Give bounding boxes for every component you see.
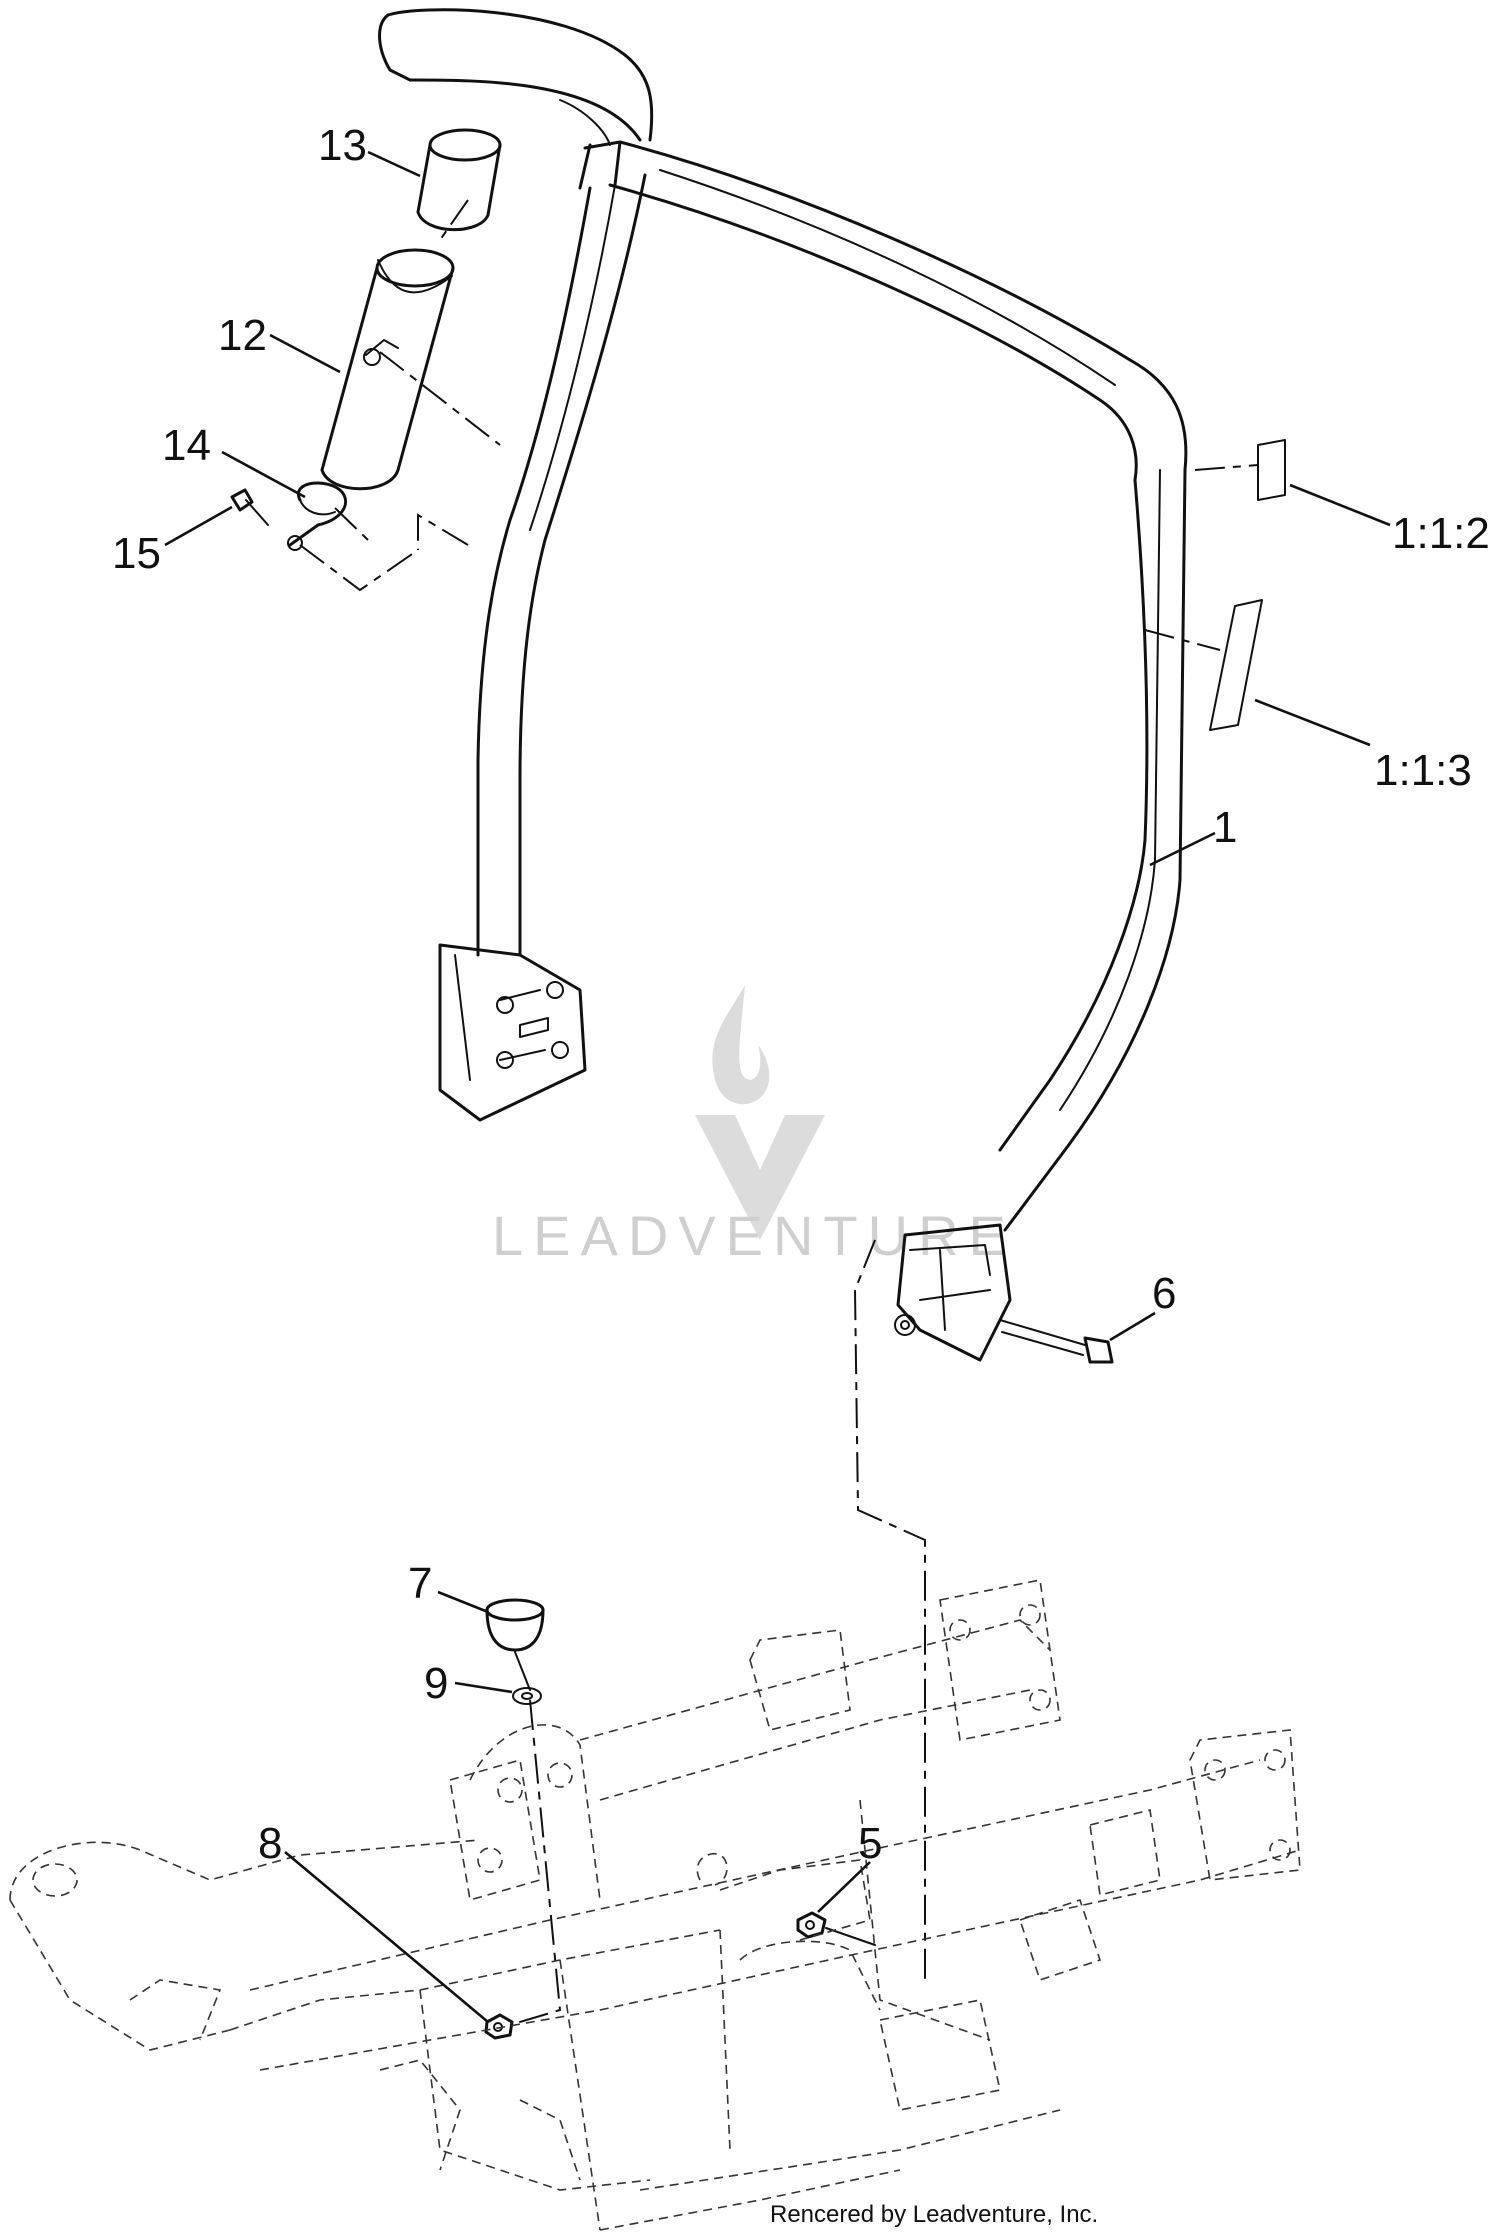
flame-v-logo-icon <box>695 985 825 1240</box>
leader-14 <box>221 450 306 499</box>
callout-13: 13 <box>318 121 367 170</box>
watermark-text: LEADVENTURE <box>492 1204 1016 1267</box>
callout-9: 9 <box>424 1659 448 1708</box>
leader-lines <box>164 150 1391 2023</box>
mower-frame <box>9 1579 1301 2231</box>
callout-1-1-3: 1:1:3 <box>1374 746 1472 795</box>
callout-8: 8 <box>258 1819 282 1868</box>
callout-labels: 13 12 14 15 1:1:2 1:1:3 1 6 7 9 8 5 <box>112 121 1490 1868</box>
leader-9 <box>454 1681 513 1694</box>
nut-part-5 <box>796 1911 876 1946</box>
assembly-lines <box>299 199 1259 2026</box>
callout-5: 5 <box>858 1819 882 1868</box>
callout-1: 1 <box>1213 803 1237 852</box>
watermark: LEADVENTURE <box>492 985 1016 1267</box>
callout-12: 12 <box>218 311 267 360</box>
decal-part-1-1-3 <box>1209 599 1263 731</box>
leader-1-1-2 <box>1289 483 1391 527</box>
callout-14: 14 <box>162 421 211 470</box>
bolt-part-15 <box>230 488 269 526</box>
nut-part-8 <box>484 2013 514 2040</box>
decal-part-1-1-2 <box>1257 439 1286 501</box>
bolt-part-6 <box>999 1319 1114 1364</box>
tube-cap-part-13 <box>416 128 502 232</box>
callout-1-1-2: 1:1:2 <box>1392 509 1490 558</box>
leader-15 <box>164 505 233 547</box>
knob-part-7 <box>485 1598 545 1691</box>
clamp-part-14 <box>287 481 348 551</box>
roll-bar-part-1 <box>378 8 1188 1362</box>
leader-12 <box>269 333 341 374</box>
leader-6 <box>1109 1311 1156 1342</box>
tube-holder-part-12 <box>320 248 455 491</box>
render-credit: Rencered by Leadventure, Inc. <box>770 2201 1098 2228</box>
callout-6: 6 <box>1152 1269 1176 1318</box>
leader-5 <box>817 1861 871 1913</box>
leader-8 <box>284 1851 489 2023</box>
washer-part-9 <box>512 1687 542 1705</box>
leader-1-1-3 <box>1254 698 1371 747</box>
leader-1 <box>1149 831 1216 867</box>
leader-13 <box>367 150 421 178</box>
callout-15: 15 <box>112 529 161 578</box>
callout-7: 7 <box>408 1559 432 1608</box>
leader-7 <box>437 1590 489 1614</box>
